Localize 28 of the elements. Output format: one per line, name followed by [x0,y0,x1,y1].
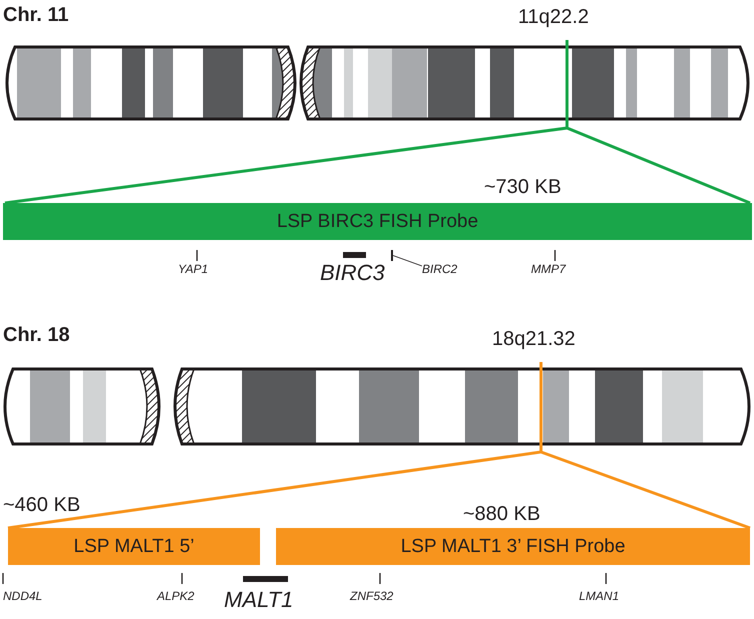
gene-label: BIRC2 [422,262,458,276]
gene-label: NDD4L [3,589,42,603]
zoom-line [566,119,751,204]
gene-label: MALT1 [224,587,294,613]
gene-label: LMAN1 [579,589,620,603]
gene-label: MMP7 [531,262,566,276]
probe-label: LSP MALT1 5’ [74,536,194,558]
gene-tick-mark [391,250,393,261]
chromosome-title: Chr. 11 [3,4,69,27]
probe-bar [276,528,750,565]
probe-bar [8,528,260,565]
chromosome-drawing [4,368,750,446]
gene-label: ZNF532 [350,589,394,603]
band-label: 18q21.32 [492,328,576,351]
probe-label: LSP MALT1 3’ FISH Probe [400,536,626,558]
probe-label: LSP BIRC3 FISH Probe [276,210,478,232]
gene-label: ALPK2 [157,589,194,603]
size-label: ~730 KB [484,176,562,199]
band-label: 11q22.2 [518,6,589,29]
zoom-line [540,444,751,530]
chromosome-title: Chr. 18 [3,324,70,347]
probe-bar [3,203,752,240]
gene-label: YAP1 [178,262,208,276]
size-label: ~460 KB [3,494,80,517]
chromosome-drawing [6,46,750,120]
gene-label: BIRC3 [320,260,385,286]
leader-line [392,255,422,266]
size-label: ~880 KB [463,503,540,526]
